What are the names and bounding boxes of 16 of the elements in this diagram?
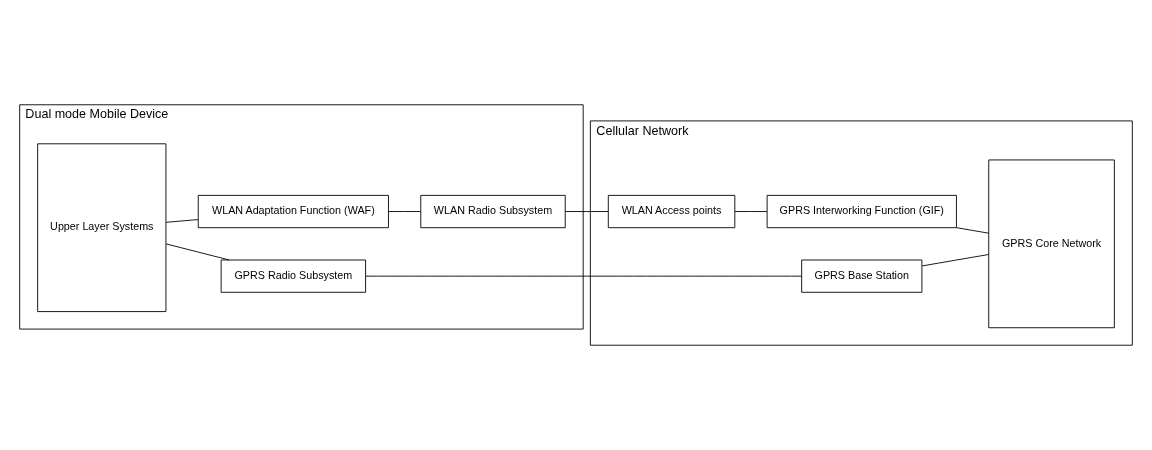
- connector: [921, 254, 990, 267]
- connector: [165, 219, 199, 223]
- connector: [388, 211, 421, 212]
- node-box: GPRS Base Station: [801, 259, 923, 293]
- connector: [956, 227, 990, 234]
- node-box: Upper Layer Systems: [37, 143, 167, 313]
- connector: [734, 211, 768, 212]
- connector: [165, 243, 230, 261]
- node-box: WLAN Radio Subsystem: [420, 194, 566, 229]
- node-box: GPRS Radio Subsystem: [220, 259, 367, 293]
- connector: [365, 275, 803, 277]
- node-box: GPRS Interworking Function (GIF): [766, 194, 957, 229]
- node-box: GPRS Core Network: [988, 159, 1115, 329]
- node-box: WLAN Adaptation Function (WAF): [197, 194, 389, 229]
- connector: [564, 211, 609, 212]
- node-box: WLAN Access points: [607, 194, 736, 229]
